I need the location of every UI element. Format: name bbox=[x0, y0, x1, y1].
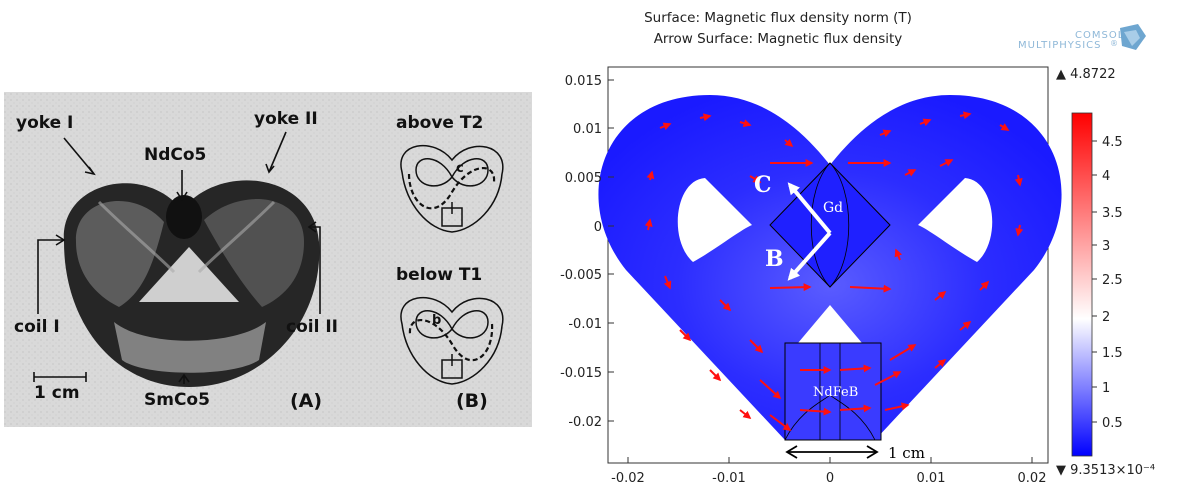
logo-line-1: COMSOL bbox=[1075, 30, 1124, 41]
label-above-t2: above T2 bbox=[396, 113, 483, 133]
label-ndco5: NdCo5 bbox=[144, 145, 206, 165]
y-axis: 0.015 0.01 0.005 0 -0.005 -0.01 -0.015 -0.02 bbox=[560, 74, 614, 430]
comsol-logo: COMSOL MULTIPHYSICS ® bbox=[1018, 24, 1146, 51]
label-c: C bbox=[754, 172, 772, 198]
colorbar-tick-label: 0.5 bbox=[1102, 416, 1123, 431]
x-tick-label: 0 bbox=[826, 471, 834, 486]
left-hole bbox=[677, 178, 752, 262]
photo-panel: yoke I NdCo5 yoke II coil I coil II SmCo… bbox=[4, 92, 532, 427]
y-tick-label: 0.015 bbox=[565, 74, 602, 89]
y-tick-label: 0.005 bbox=[565, 171, 602, 186]
simulation-figure: Surface: Magnetic flux density norm (T) … bbox=[560, 10, 1155, 486]
logo-mark: ® bbox=[1110, 39, 1118, 48]
schematic-c-label: c bbox=[456, 161, 464, 176]
x-axis: -0.02 -0.01 0 0.01 0.02 bbox=[611, 457, 1046, 486]
y-tick-label: -0.02 bbox=[568, 415, 602, 430]
y-tick-label: -0.015 bbox=[560, 366, 602, 381]
schematic-below-t1: b bbox=[400, 296, 504, 385]
colorbar-tick-label: 4 bbox=[1102, 169, 1110, 184]
magnet-assembly bbox=[63, 180, 320, 387]
simulation-panel: Surface: Magnetic flux density norm (T) … bbox=[540, 0, 1186, 491]
colorbar-ticks: 4.5 4 3.5 3 2.5 2 1.5 1 0.5 bbox=[1092, 135, 1123, 431]
label-coil-2: coil II bbox=[286, 317, 338, 337]
label-panel-b: (B) bbox=[456, 390, 488, 412]
schematic-above-t2: c bbox=[400, 144, 504, 233]
label-scale-1cm-sim: 1 cm bbox=[888, 444, 925, 462]
photo-figure: yoke I NdCo5 yoke II coil I coil II SmCo… bbox=[4, 92, 532, 427]
label-smco5: SmCo5 bbox=[144, 390, 210, 410]
scale-bar bbox=[785, 445, 879, 459]
x-tick-label: -0.02 bbox=[611, 471, 645, 486]
colorbar bbox=[1071, 112, 1093, 457]
x-tick-label: 0.02 bbox=[1018, 471, 1047, 486]
label-yoke-1: yoke I bbox=[16, 113, 73, 133]
label-ndfeb: NdFeB bbox=[813, 385, 858, 400]
arrow-b bbox=[787, 231, 832, 281]
bc-arrows bbox=[787, 182, 832, 281]
colorbar-tick-label: 2.5 bbox=[1102, 273, 1123, 288]
y-tick-label: -0.005 bbox=[560, 268, 602, 283]
schematic-b-label: b bbox=[432, 313, 441, 328]
y-tick-label: -0.01 bbox=[568, 317, 602, 332]
x-tick-label: -0.01 bbox=[712, 471, 746, 486]
y-tick-label: 0.01 bbox=[573, 122, 602, 137]
label-panel-a: (A) bbox=[290, 390, 322, 412]
colorbar-tick-label: 1.5 bbox=[1102, 346, 1123, 361]
colorbar-tick-label: 1 bbox=[1102, 381, 1110, 396]
colorbar-tick-label: 2 bbox=[1102, 310, 1110, 325]
photo-pointers bbox=[33, 131, 321, 384]
colorbar-tick-label: 3.5 bbox=[1102, 206, 1123, 221]
flux-arrows bbox=[644, 111, 1024, 431]
plot-title-line-2: Arrow Surface: Magnetic flux density bbox=[654, 31, 903, 47]
label-gd: Gd bbox=[823, 200, 843, 216]
logo-line-2: MULTIPHYSICS bbox=[1018, 40, 1101, 51]
colorbar-tick-label: 3 bbox=[1102, 239, 1110, 254]
right-hole bbox=[918, 178, 993, 262]
label-below-t1: below T1 bbox=[396, 265, 482, 285]
label-coil-1: coil I bbox=[14, 317, 60, 337]
colorbar-tick-label: 4.5 bbox=[1102, 135, 1123, 150]
label-scale-1cm: 1 cm bbox=[34, 383, 80, 403]
label-yoke-2: yoke II bbox=[254, 109, 318, 129]
bottom-notch bbox=[798, 305, 862, 343]
y-tick-label: 0 bbox=[594, 220, 602, 235]
colorbar-min-label: ▼ 9.3513×10⁻⁴ bbox=[1056, 463, 1155, 478]
arrow-c bbox=[787, 182, 832, 235]
label-b: B bbox=[765, 246, 784, 272]
plot-title-line-1: Surface: Magnetic flux density norm (T) bbox=[644, 10, 912, 26]
colorbar-max-label: ▲ 4.8722 bbox=[1056, 67, 1116, 82]
x-tick-label: 0.01 bbox=[917, 471, 946, 486]
